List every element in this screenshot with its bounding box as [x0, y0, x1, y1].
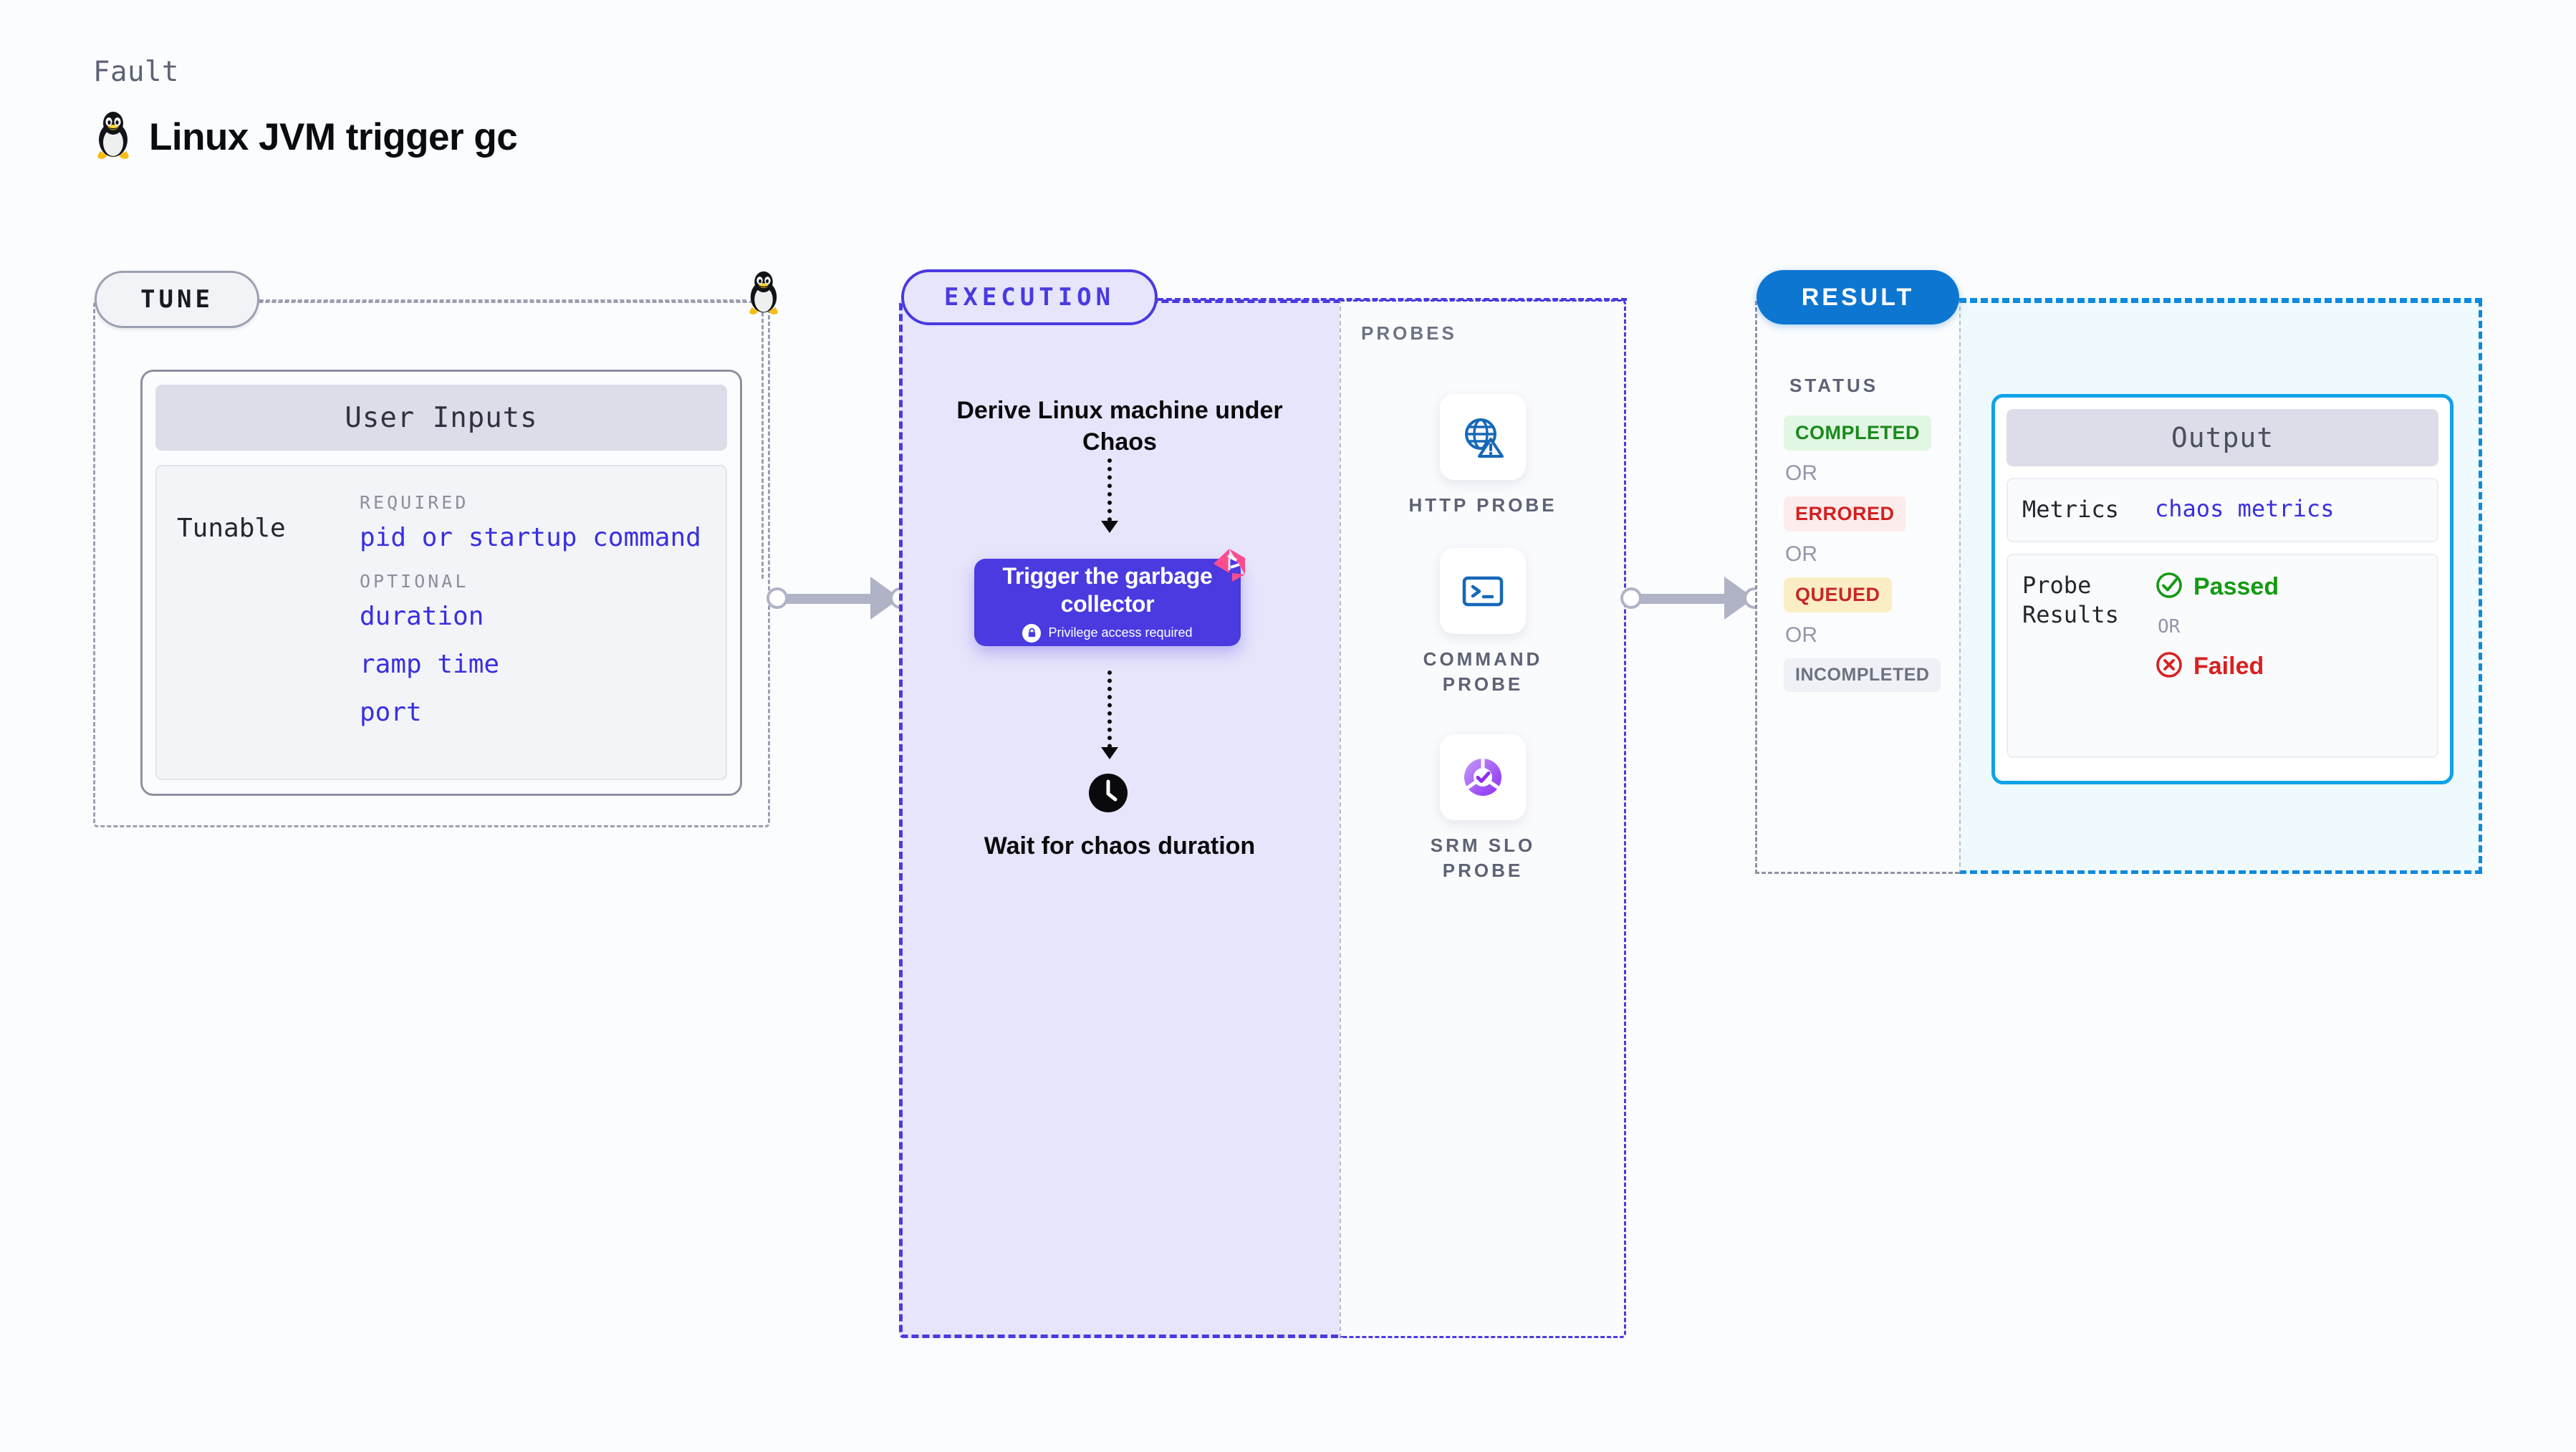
- probe-http-label: HTTP PROBE: [1408, 494, 1557, 516]
- result-connector-line: [1959, 298, 2482, 302]
- probe-command-label: COMMAND PROBE: [1423, 648, 1543, 696]
- status-or-3: OR: [1785, 623, 1817, 647]
- status-badge-errored: ERRORED: [1784, 496, 1906, 532]
- output-title: Output: [2007, 409, 2438, 466]
- step-derive-machine: Derive Linux machine under Chaos: [956, 397, 1283, 456]
- tunable-item-ramp-time[interactable]: ramp time: [360, 650, 500, 679]
- metrics-value[interactable]: chaos metrics: [2155, 495, 2335, 522]
- status-list: COMPLETED OR ERRORED OR QUEUED OR INCOMP…: [1784, 415, 1956, 692]
- page-title: Linux JVM trigger gc: [149, 116, 518, 158]
- page-header: Linux JVM trigger gc: [93, 111, 518, 163]
- metrics-key: Metrics: [2022, 496, 2119, 523]
- required-group-label: REQUIRED: [360, 492, 469, 513]
- tunable-label: Tunable: [177, 514, 286, 543]
- user-inputs-card: User Inputs Tunable REQUIRED pid or star…: [140, 370, 742, 796]
- probe-result-passed: Passed: [2155, 571, 2279, 603]
- probe-failed-label: Failed: [2193, 652, 2264, 680]
- globe-warning-icon: [1440, 394, 1526, 480]
- output-card: Output Metrics chaos metrics Probe Resul…: [1991, 394, 2454, 784]
- tunable-item-pid[interactable]: pid or startup command: [360, 523, 701, 552]
- step-wait-duration: Wait for chaos duration: [984, 832, 1256, 860]
- tunable-item-port[interactable]: port: [360, 698, 422, 727]
- probe-command[interactable]: COMMAND PROBE: [1390, 548, 1576, 697]
- clock-icon: [1087, 772, 1129, 817]
- tunable-values: REQUIRED pid or startup command OPTIONAL…: [360, 492, 706, 753]
- probe-http[interactable]: HTTP PROBE: [1390, 394, 1576, 518]
- probe-results-key: Probe Results: [2022, 571, 2119, 629]
- status-title: STATUS: [1789, 375, 1879, 396]
- probe-result-or: OR: [2158, 615, 2181, 638]
- output-row-probe-results: Probe Results Passed OR: [2007, 553, 2438, 758]
- tune-region-right-edge: [761, 299, 764, 579]
- status-badge-queued: QUEUED: [1784, 577, 1892, 612]
- tune-region: [93, 301, 770, 827]
- probes-title: PROBES: [1361, 322, 1457, 344]
- probe-srm-slo[interactable]: SRM SLO PROBE: [1390, 734, 1576, 883]
- privilege-note-text: Privilege access required: [1048, 625, 1193, 640]
- chaos-flag-icon: [1211, 546, 1248, 587]
- trigger-gc-title: Trigger the garbage collector: [1002, 563, 1213, 617]
- status-or-2: OR: [1785, 542, 1817, 566]
- page-kicker: Fault: [93, 56, 179, 88]
- probe-passed-label: Passed: [2193, 572, 2279, 600]
- optional-group-label: OPTIONAL: [360, 571, 469, 592]
- trigger-gc-step-card[interactable]: Trigger the garbage collector Privilege …: [974, 559, 1241, 646]
- status-or-1: OR: [1785, 461, 1817, 485]
- status-badge-completed: COMPLETED: [1784, 415, 1932, 451]
- privilege-note: Privilege access required: [1022, 623, 1193, 643]
- tunable-item-duration[interactable]: duration: [360, 602, 484, 631]
- tune-pill[interactable]: TUNE: [95, 271, 259, 328]
- x-circle-icon: [2155, 650, 2183, 683]
- tune-to-execution-arrow: [766, 577, 911, 620]
- output-row-metrics: Metrics chaos metrics: [2007, 478, 2438, 542]
- execution-to-result-arrow: [1620, 577, 1765, 620]
- flow-arrow-derive-to-trigger: [1101, 458, 1118, 533]
- probe-results-values: Passed OR Failed: [2155, 571, 2279, 741]
- status-badge-incompleted: INCOMPLETED: [1784, 658, 1941, 692]
- execution-region: [899, 299, 1340, 1338]
- tune-connector-line: [259, 299, 746, 302]
- slo-donut-check-icon: [1440, 734, 1526, 820]
- probe-srm-slo-label: SRM SLO PROBE: [1430, 835, 1536, 882]
- flow-arrow-trigger-to-wait: [1101, 670, 1118, 759]
- linux-tux-icon: [93, 111, 133, 163]
- check-circle-icon: [2155, 571, 2183, 603]
- user-inputs-title: User Inputs: [155, 385, 727, 451]
- result-pill[interactable]: RESULT: [1756, 270, 1959, 324]
- terminal-icon: [1440, 548, 1526, 634]
- probe-result-failed: Failed: [2155, 650, 2279, 683]
- execution-pill[interactable]: EXECUTION: [901, 269, 1158, 325]
- execution-connector-line: [1158, 298, 1627, 301]
- tunable-section: Tunable REQUIRED pid or startup command …: [155, 465, 727, 780]
- linux-platform-icon: [745, 271, 782, 319]
- lock-icon: [1022, 623, 1042, 643]
